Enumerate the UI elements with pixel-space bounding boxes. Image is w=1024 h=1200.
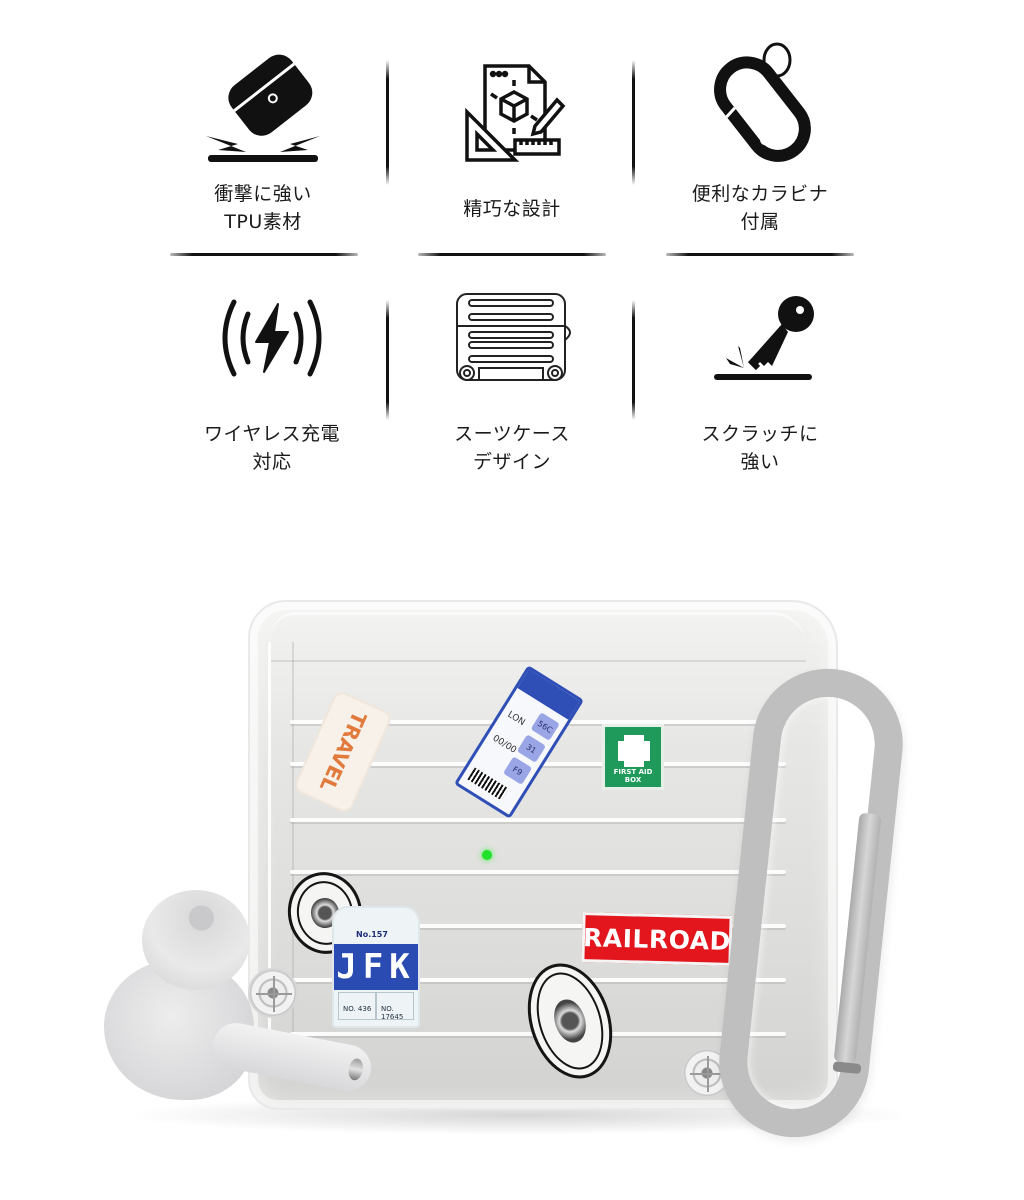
earbud-tip bbox=[142, 890, 250, 990]
shock-resistant-case-icon bbox=[206, 54, 320, 162]
ticket-from: LON bbox=[505, 709, 527, 729]
horizontal-divider bbox=[170, 253, 358, 256]
suitcase-airpods-case: TRAVEL LON 00/00 56C 31 F9 FIRST AID BOX… bbox=[248, 600, 838, 1110]
carabiner-rivet bbox=[832, 1061, 862, 1075]
feature-label: スーツケース デザイン bbox=[454, 423, 570, 473]
first-aid-sticker: FIRST AID BOX bbox=[602, 724, 664, 790]
blueprint-design-icon bbox=[465, 64, 566, 162]
feature-label: ワイヤレス充電 対応 bbox=[204, 423, 340, 473]
feature-shock-resistant: 衝撃に強い TPU素材 bbox=[163, 30, 363, 250]
wireless-earbud bbox=[92, 884, 375, 1114]
feature-precise-design: 精巧な設計 bbox=[412, 30, 612, 250]
vertical-divider bbox=[632, 60, 635, 185]
horizontal-divider bbox=[418, 253, 606, 256]
horizontal-divider bbox=[666, 253, 854, 256]
feature-wireless-charging: ワイヤレス充電 対応 bbox=[172, 280, 372, 490]
ticket-date: 00/00 bbox=[490, 733, 518, 756]
jfk-tag-number: No.157 bbox=[356, 930, 388, 939]
wheel-icon bbox=[682, 1048, 732, 1098]
case-top-rim bbox=[270, 612, 806, 662]
cross-icon bbox=[618, 735, 650, 767]
vertical-divider bbox=[386, 300, 389, 420]
feature-label: スクラッチに 強い bbox=[701, 423, 819, 473]
jfk-baggage-tag-sticker: No.157 JFK NO. 436 NO. 17645 bbox=[332, 906, 420, 1028]
charging-led bbox=[482, 850, 492, 860]
wireless-charging-icon bbox=[222, 299, 322, 377]
barcode bbox=[467, 767, 509, 801]
jfk-member-no: NO. 17645 bbox=[376, 992, 414, 1021]
carabiner-icon bbox=[714, 42, 811, 162]
statue-of-liberty-stamp-sticker bbox=[513, 952, 627, 1090]
vertical-divider bbox=[632, 300, 635, 420]
case-rib bbox=[290, 870, 786, 874]
product-photo: TRAVEL LON 00/00 56C 31 F9 FIRST AID BOX… bbox=[0, 520, 1024, 1200]
feature-suitcase-design: スーツケース デザイン bbox=[412, 280, 612, 490]
travel-sticker: TRAVEL bbox=[292, 689, 394, 815]
jfk-tag-footer: NO. 436 NO. 17645 bbox=[338, 992, 414, 1021]
case-side-rim bbox=[268, 642, 294, 1048]
feature-scratch-resistant: スクラッチに 強い bbox=[660, 280, 860, 490]
boarding-pass-sticker: LON 00/00 56C 31 F9 bbox=[453, 665, 585, 819]
jfk-code: JFK bbox=[334, 944, 418, 990]
scratch-resistant-key-icon bbox=[714, 296, 814, 380]
vertical-divider bbox=[386, 60, 389, 185]
stamp-art bbox=[548, 995, 591, 1047]
plane-icon bbox=[517, 669, 580, 720]
earbud-grille bbox=[346, 1057, 365, 1082]
ticket-flight: 56C bbox=[530, 712, 560, 741]
feature-label: 衝撃に強い TPU素材 bbox=[214, 183, 312, 233]
carabiner-gate bbox=[833, 812, 882, 1064]
jfk-flight-no: NO. 436 bbox=[338, 992, 376, 1020]
feature-carabiner-included: 便利なカラビナ 付属 bbox=[660, 30, 860, 250]
features-grid: 衝撃に強い TPU素材 精巧な設計 便利なカラビナ 付属 bbox=[0, 0, 1024, 500]
feature-label: 精巧な設計 bbox=[463, 198, 561, 220]
ticket-seat: 31 bbox=[516, 734, 547, 763]
ticket-gate: F9 bbox=[502, 756, 533, 785]
railroad-sticker: RAILROAD bbox=[581, 912, 733, 966]
case-rib bbox=[290, 818, 786, 822]
feature-label: 便利なカラビナ 付属 bbox=[691, 183, 829, 233]
first-aid-text: FIRST AID BOX bbox=[613, 768, 653, 784]
case-rib bbox=[290, 924, 786, 928]
wheel-icon bbox=[248, 968, 298, 1018]
suitcase-icon bbox=[456, 293, 571, 381]
